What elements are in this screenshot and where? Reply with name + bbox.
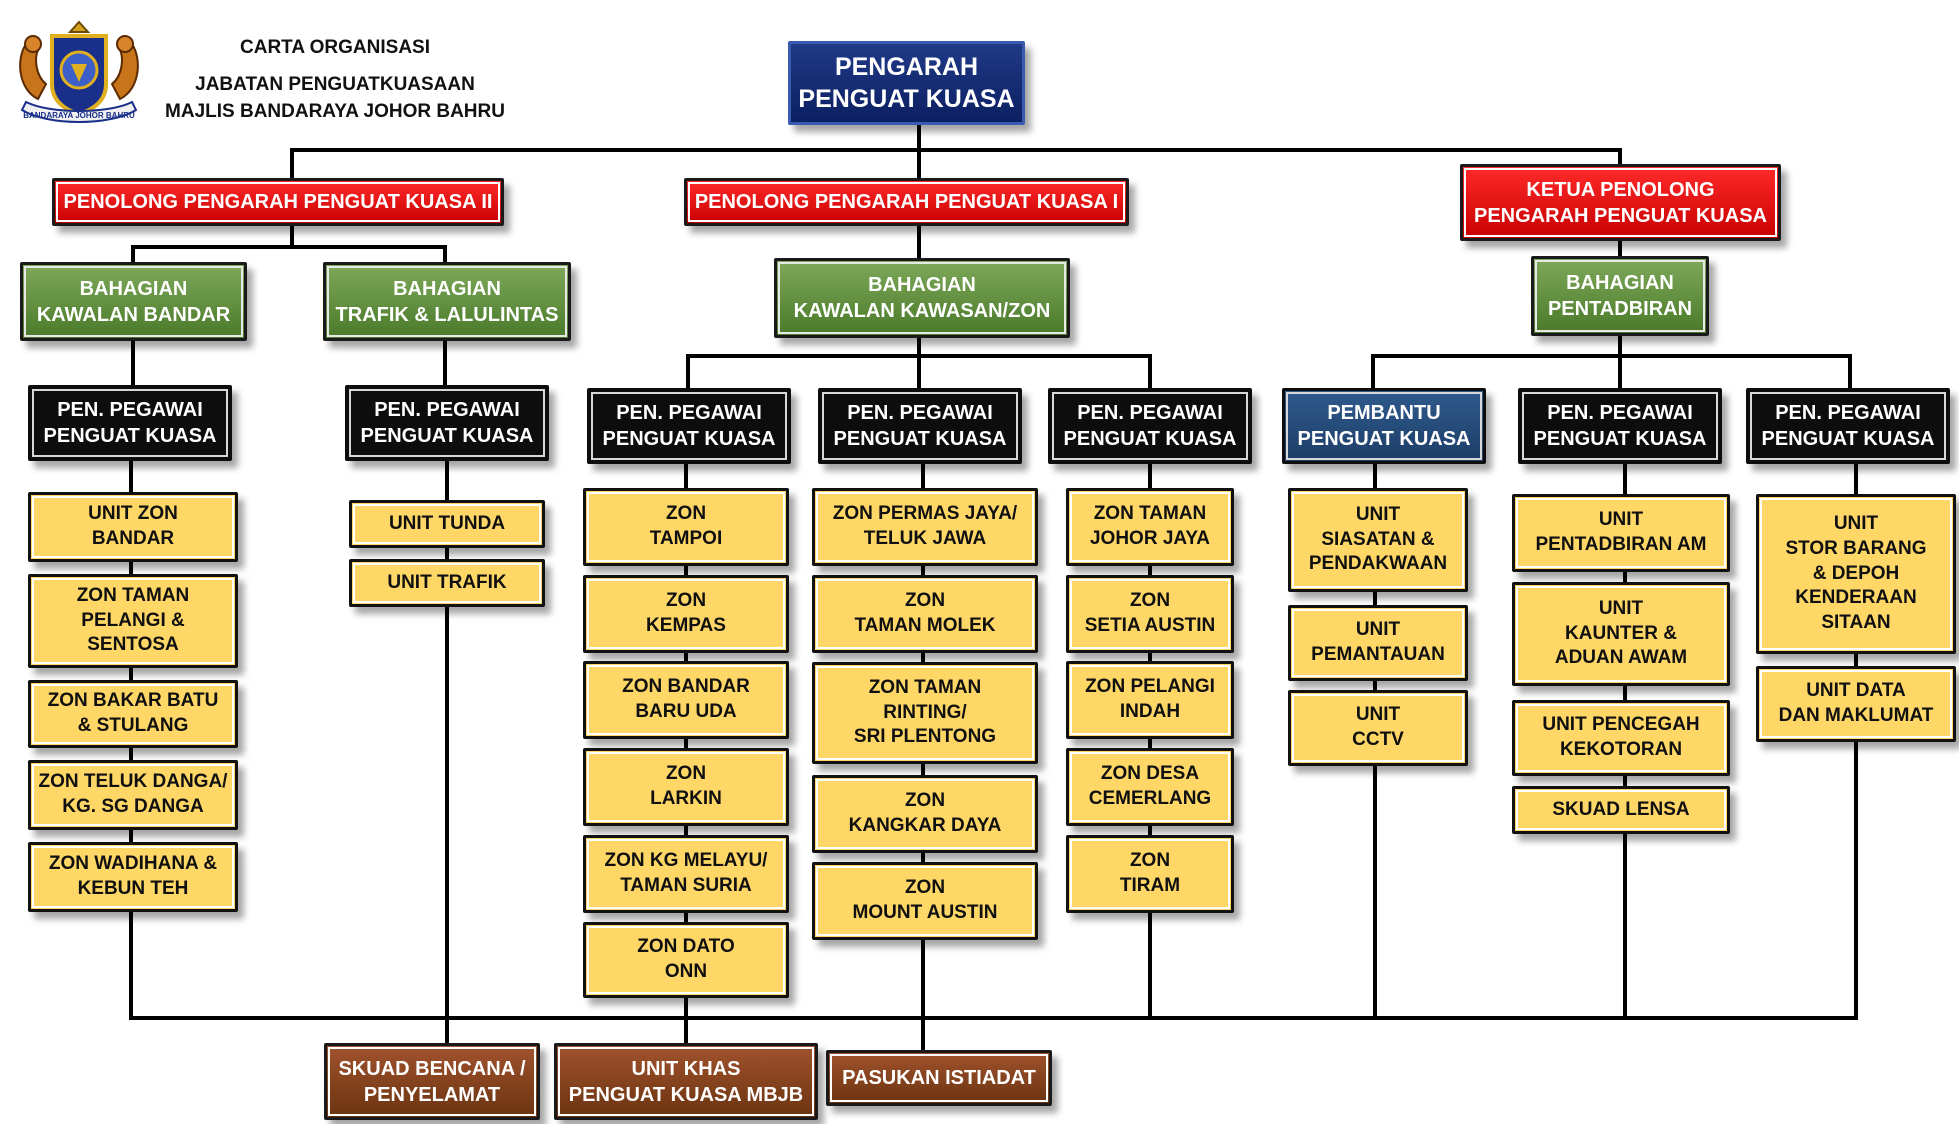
node-zon-bandar-baru-uda: ZON BANDAR BARU UDA — [583, 661, 789, 739]
node-officer-zon-3: PEN. PEGAWAI PENGUAT KUASA — [1048, 388, 1252, 464]
node-pembantu-penguat-kuasa: PEMBANTU PENGUAT KUASA — [1282, 388, 1486, 464]
chart-title-line3: MAJLIS BANDARAYA JOHOR BAHRU — [165, 101, 505, 122]
node-unit-trafik: UNIT TRAFIK — [349, 559, 545, 607]
node-officer-zon-2: PEN. PEGAWAI PENGUAT KUASA — [818, 388, 1022, 464]
node-zon-teluk-danga: ZON TELUK DANGA/ KG. SG DANGA — [28, 760, 238, 830]
node-zon-wadihana-kebun-teh: ZON WADIHANA & KEBUN TEH — [28, 842, 238, 912]
node-zon-kempas: ZON KEMPAS — [583, 575, 789, 653]
node-penolong-pengarah-ii: PENOLONG PENGARAH PENGUAT KUASA II — [52, 178, 504, 226]
node-zon-desa-cemerlang: ZON DESA CEMERLANG — [1066, 748, 1234, 826]
node-zon-bakar-batu-stulang: ZON BAKAR BATU & STULANG — [28, 680, 238, 748]
node-unit-data-maklumat: UNIT DATA DAN MAKLUMAT — [1756, 666, 1956, 742]
node-unit-pentadbiran-am: UNIT PENTADBIRAN AM — [1512, 494, 1730, 572]
node-zon-kg-melayu-taman-suria: ZON KG MELAYU/ TAMAN SURIA — [583, 835, 789, 913]
node-officer-pentadbiran-2: PEN. PEGAWAI PENGUAT KUASA — [1746, 388, 1950, 464]
node-unit-stor-barang: UNIT STOR BARANG & DEPOH KENDERAAN SITAA… — [1756, 494, 1956, 654]
svg-text:BANDARAYA JOHOR BAHRU: BANDARAYA JOHOR BAHRU — [23, 111, 135, 120]
node-zon-larkin: ZON LARKIN — [583, 748, 789, 826]
node-pengarah: PENGARAH PENGUAT KUASA — [788, 41, 1025, 125]
node-unit-khas-penguat-kuasa: UNIT KHAS PENGUAT KUASA MBJB — [554, 1043, 818, 1120]
node-ketua-penolong-pengarah: KETUA PENOLONG PENGARAH PENGUAT KUASA — [1460, 164, 1781, 241]
node-zon-tampoi: ZON TAMPOI — [583, 488, 789, 566]
node-zon-taman-johor-jaya: ZON TAMAN JOHOR JAYA — [1066, 488, 1234, 566]
node-unit-cctv: UNIT CCTV — [1288, 690, 1468, 766]
node-skuad-lensa: SKUAD LENSA — [1512, 786, 1730, 834]
mbjb-crest-logo: BANDARAYA JOHOR BAHRU — [19, 20, 139, 123]
node-unit-tunda: UNIT TUNDA — [349, 500, 545, 548]
node-zon-permas-jaya: ZON PERMAS JAYA/ TELUK JAWA — [812, 488, 1038, 566]
node-officer-trafik: PEN. PEGAWAI PENGUAT KUASA — [345, 385, 549, 461]
node-zon-taman-molek: ZON TAMAN MOLEK — [812, 575, 1038, 653]
node-zon-tiram: ZON TIRAM — [1066, 835, 1234, 913]
node-zon-taman-pelangi-sentosa: ZON TAMAN PELANGI & SENTOSA — [28, 574, 238, 668]
node-skuad-bencana-penyelamat: SKUAD BENCANA / PENYELAMAT — [324, 1043, 540, 1120]
node-zon-dato-onn: ZON DATO ONN — [583, 922, 789, 998]
node-officer-pentadbiran-1: PEN. PEGAWAI PENGUAT KUASA — [1518, 388, 1722, 464]
node-officer-kawalan-bandar: PEN. PEGAWAI PENGUAT KUASA — [28, 385, 232, 461]
node-unit-kaunter-aduan-awam: UNIT KAUNTER & ADUAN AWAM — [1512, 582, 1730, 686]
node-zon-kangkar-daya: ZON KANGKAR DAYA — [812, 775, 1038, 853]
node-zon-setia-austin: ZON SETIA AUSTIN — [1066, 575, 1234, 653]
node-zon-pelangi-indah: ZON PELANGI INDAH — [1066, 661, 1234, 739]
node-bahagian-pentadbiran: BAHAGIAN PENTADBIRAN — [1531, 256, 1709, 336]
node-unit-zon-bandar: UNIT ZON BANDAR — [28, 492, 238, 562]
node-penolong-pengarah-i: PENOLONG PENGARAH PENGUAT KUASA I — [684, 178, 1129, 226]
node-pasukan-istiadat: PASUKAN ISTIADAT — [826, 1050, 1052, 1106]
node-bahagian-kawalan-kawasan-zon: BAHAGIAN KAWALAN KAWASAN/ZON — [774, 258, 1070, 338]
node-bahagian-trafik: BAHAGIAN TRAFIK & LALULINTAS — [323, 262, 571, 341]
chart-title-line2: JABATAN PENGUATKUASAAN — [195, 74, 475, 95]
node-zon-taman-rinting: ZON TAMAN RINTING/ SRI PLENTONG — [812, 662, 1038, 764]
node-unit-pemantauan: UNIT PEMANTAUAN — [1288, 605, 1468, 681]
node-unit-pencegah-kekotoran: UNIT PENCEGAH KEKOTORAN — [1512, 700, 1730, 776]
chart-title-line1: CARTA ORGANISASI — [240, 37, 430, 58]
node-zon-mount-austin: ZON MOUNT AUSTIN — [812, 862, 1038, 940]
node-bahagian-kawalan-bandar: BAHAGIAN KAWALAN BANDAR — [20, 262, 247, 341]
node-unit-siasatan-pendakwaan: UNIT SIASATAN & PENDAKWAAN — [1288, 488, 1468, 592]
node-officer-zon-1: PEN. PEGAWAI PENGUAT KUASA — [587, 388, 791, 464]
